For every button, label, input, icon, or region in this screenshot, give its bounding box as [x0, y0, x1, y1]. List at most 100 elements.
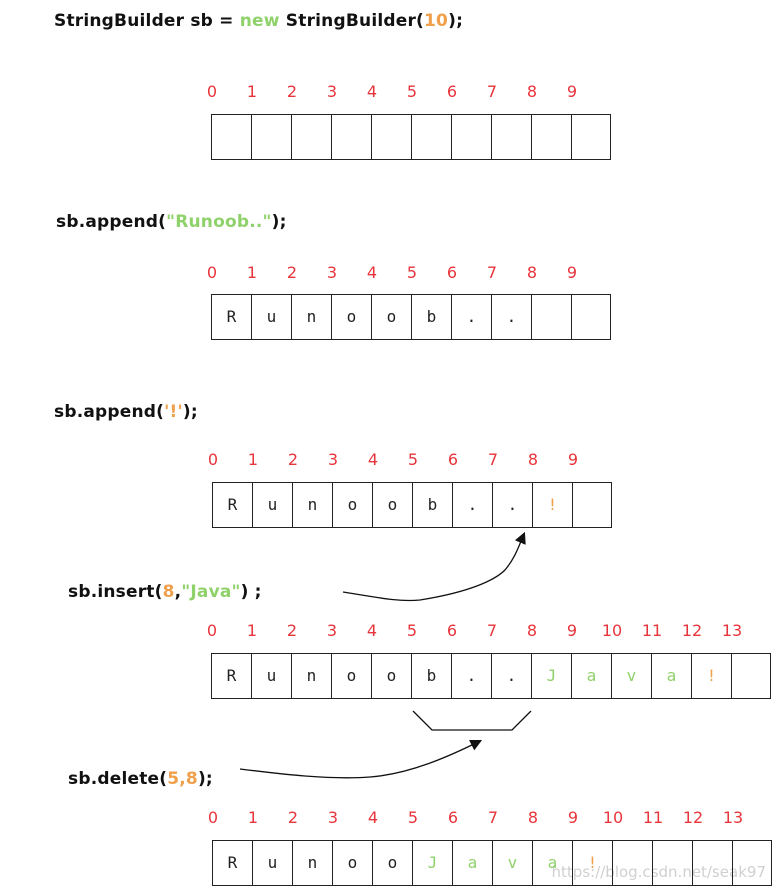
index-label: 13 [722, 808, 744, 827]
index-label: 7 [486, 263, 498, 282]
array-cell: . [492, 483, 532, 527]
index-label: 5 [407, 450, 419, 469]
index-label: 7 [486, 621, 498, 640]
index-label: 1 [247, 808, 259, 827]
index-label: 8 [526, 82, 538, 101]
index-label: 12 [681, 621, 703, 640]
index-label: 4 [366, 263, 378, 282]
array-cell: a [452, 841, 492, 885]
index-label: 7 [486, 82, 498, 101]
index-label: 4 [366, 82, 378, 101]
array-cell [731, 654, 771, 698]
array-cell: o [332, 483, 372, 527]
array-cell: a [571, 654, 611, 698]
array-cell: u [251, 654, 291, 698]
code-token: StringBuilder sb = [54, 11, 240, 31]
index-label: 8 [527, 450, 539, 469]
code-token: sb.append( [56, 212, 167, 232]
code-token: 10 [424, 11, 449, 31]
index-label: 2 [286, 621, 298, 640]
index-label: 1 [246, 621, 258, 640]
index-label: 3 [326, 263, 338, 282]
array-cell: R [211, 295, 251, 339]
index-label: 1 [246, 82, 258, 101]
index-label: 6 [447, 808, 459, 827]
array-cell: o [372, 841, 412, 885]
index-label: 2 [287, 450, 299, 469]
index-label: 9 [567, 808, 579, 827]
array-cell [491, 115, 531, 159]
array-cell: R [212, 841, 252, 885]
array-cell [732, 841, 772, 885]
array-cell: v [611, 654, 651, 698]
index-label: 5 [406, 621, 418, 640]
code-token: ); [197, 769, 213, 789]
index-label: 11 [641, 621, 663, 640]
array-cell: u [251, 295, 291, 339]
array-cell: n [291, 295, 331, 339]
delete-range-bracket [412, 710, 532, 731]
index-label: 0 [206, 263, 218, 282]
index-label: 2 [286, 82, 298, 101]
code-token: StringBuilder( [279, 11, 425, 31]
array-cell: n [292, 841, 332, 885]
array-cell: o [371, 295, 411, 339]
code-token: "Runoob.." [166, 212, 272, 232]
index-label: 1 [246, 263, 258, 282]
array-cell [371, 115, 411, 159]
index-label: 0 [207, 450, 219, 469]
index-label: 8 [526, 621, 538, 640]
array-cell: o [372, 483, 412, 527]
index-label: 10 [602, 808, 624, 827]
code-token: ); [182, 402, 198, 422]
array-cell: ! [572, 841, 612, 885]
array-cell: o [371, 654, 411, 698]
array-cell [211, 115, 251, 159]
array-cell: . [491, 295, 531, 339]
insert-arrow [342, 531, 526, 602]
index-label: 8 [527, 808, 539, 827]
array-cell [652, 841, 692, 885]
array-cell [411, 115, 451, 159]
index-label: 6 [446, 263, 458, 282]
array-cell [251, 115, 291, 159]
array-cell: u [252, 841, 292, 885]
index-label: 0 [207, 808, 219, 827]
statement-delete: sb.delete(5,8); [68, 769, 213, 789]
index-label: 3 [326, 621, 338, 640]
index-label: 6 [446, 82, 458, 101]
array-cell: o [331, 654, 371, 698]
watermark: https://blog.csdn.net/seak97 [551, 863, 766, 881]
array-cell [451, 115, 491, 159]
array-cell: R [211, 654, 251, 698]
code-token: ) ; [240, 582, 262, 602]
array-cell: a [651, 654, 691, 698]
code-token: ); [271, 212, 287, 232]
array-cell: u [252, 483, 292, 527]
code-token: "Java" [181, 582, 241, 602]
array-cell [571, 115, 611, 159]
index-label: 6 [446, 621, 458, 640]
index-label: 10 [601, 621, 623, 640]
array-cell [612, 841, 652, 885]
index-label: 7 [487, 450, 499, 469]
code-token: new [239, 11, 280, 31]
statement-new: StringBuilder sb = new StringBuilder(10)… [54, 11, 463, 31]
index-label: 2 [286, 263, 298, 282]
index-label: 4 [366, 621, 378, 640]
code-token: 5,8 [167, 769, 198, 789]
index-label: 12 [682, 808, 704, 827]
index-label: 0 [206, 82, 218, 101]
index-label: 4 [367, 450, 379, 469]
statement-append-bang: sb.append('!'); [54, 402, 198, 422]
array-cell: ! [532, 483, 572, 527]
code-token: sb.delete( [68, 769, 168, 789]
index-label: 9 [566, 82, 578, 101]
code-token: '!' [164, 402, 183, 422]
code-token: ); [448, 11, 464, 31]
